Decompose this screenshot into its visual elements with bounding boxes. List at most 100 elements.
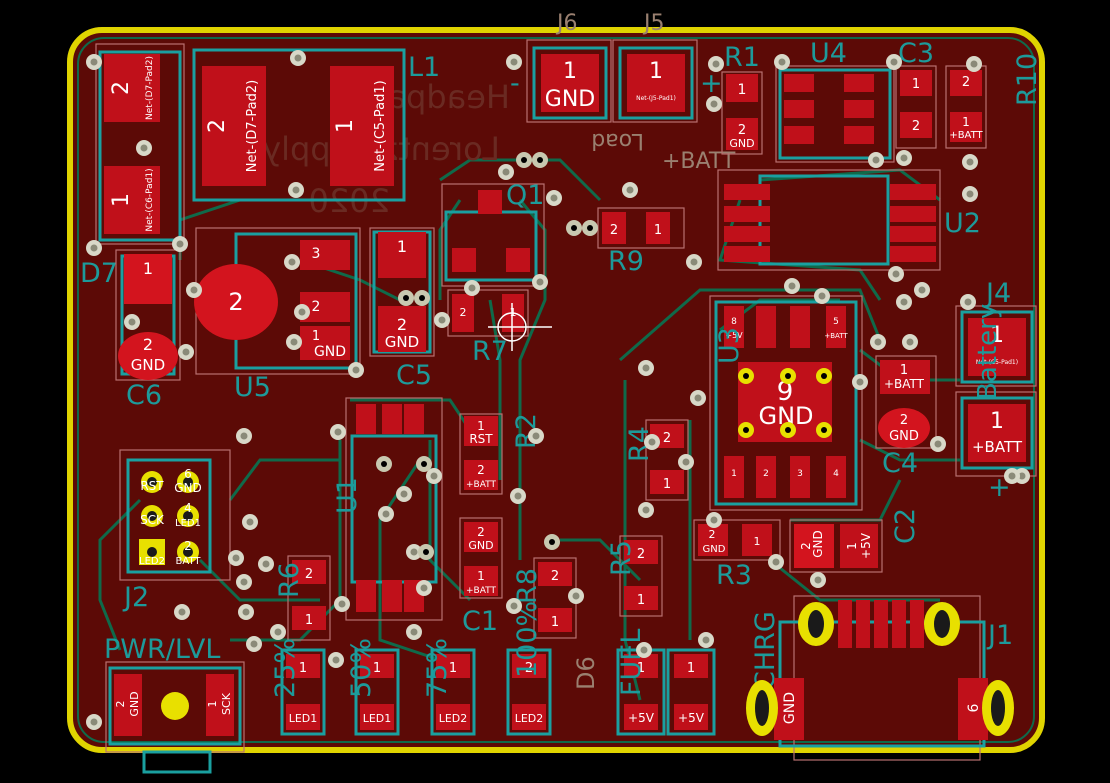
resistor-r5[interactable]: 2 1 R5 [606,535,663,617]
capacitor-c2[interactable]: 2 GND 1 +5V C2 [789,508,921,573]
svg-text:L1: L1 [408,52,440,83]
svg-text:1: 1 [649,59,663,84]
svg-text:2: 2 [114,701,127,708]
svg-text:2: 2 [525,661,533,676]
led-50[interactable]: 1 LED1 50% [346,638,400,736]
j1-shield-right[interactable] [924,602,960,646]
capacitor-c1[interactable]: 2 GND 1 +BATT C1 [459,517,503,637]
svg-text:1: 1 [449,661,457,676]
resistor-r1[interactable]: 1 2 GND R1 [721,42,763,155]
svg-text:U2: U2 [944,208,981,239]
svg-text:2: 2 [962,75,970,90]
svg-text:RST: RST [469,432,493,446]
svg-text:Net-(J5-Pad1): Net-(J5-Pad1) [636,95,676,102]
svg-text:-: - [510,68,520,99]
svg-text:2: 2 [312,299,321,315]
resistor-r10[interactable]: 2 1 +BATT R10 [945,53,1043,149]
svg-text:Q1: Q1 [506,180,544,211]
svg-text:+BATT: +BATT [972,438,1023,456]
capacitor-c6[interactable]: 1 2 GND C6 [115,249,181,411]
svg-text:2: 2 [610,223,618,238]
switch-pwr-lvl[interactable]: 2 GND 1 SCK PWR/LVL [104,634,245,774]
svg-text:2: 2 [460,306,467,319]
svg-text:4: 4 [184,501,192,515]
svg-text:GND: GND [314,344,346,360]
svg-text:SCK: SCK [140,513,165,527]
svg-text:1: 1 [551,615,559,630]
svg-text:1: 1 [900,363,908,378]
ic-u2[interactable]: U2 [717,169,981,271]
svg-text:R1: R1 [724,42,760,73]
svg-text:GND: GND [174,481,202,495]
diode-d7[interactable]: 2 Net-(D7-Pad2) 1 Net-(C6-Pad1) D7 [80,43,185,289]
svg-text:U4: U4 [810,38,847,69]
svg-text:PWR/LVL: PWR/LVL [104,634,220,665]
resistor-r8[interactable]: 2 1 R8 [512,557,577,639]
svg-text:U5: U5 [234,372,271,403]
capacitor-c4[interactable]: 1 +BATT 2 GND C4 [875,355,937,479]
resistor-r3[interactable]: 2 GND 1 R3 [693,519,781,591]
capacitor-c3[interactable]: 1 2 C3 [895,38,937,149]
label-load: Load [591,128,644,153]
through-holes [376,152,832,560]
svg-text:50%: 50% [346,638,377,698]
led-75[interactable]: 1 LED2 75% [422,638,476,736]
svg-text:2: 2 [477,525,485,539]
connector-j4[interactable]: 1 Net-(C5-Pad1) J4 + [955,278,1037,394]
svg-text:U1: U1 [332,477,363,514]
connector-j5[interactable]: 1 Net-(J5-Pad1) J5 + [612,11,723,123]
svg-text:2: 2 [799,542,813,550]
led-chrg[interactable]: 1 +5V CHRG [666,611,781,736]
svg-text:R6: R6 [274,562,305,598]
svg-text:1: 1 [731,469,737,479]
connector-j6[interactable]: 1 GND J6 - [510,11,612,123]
svg-text:R8: R8 [512,568,543,604]
svg-text:R3: R3 [716,560,752,591]
capacitor-c5[interactable]: 1 2 GND C5 [369,227,435,391]
svg-text:2: 2 [143,335,153,354]
svg-text:LED2: LED2 [515,712,544,725]
svg-text:2: 2 [397,315,407,334]
svg-text:J5: J5 [642,11,665,36]
ic-u5[interactable]: 2 3 2 1 GND U5 [194,227,361,403]
svg-text:1: 1 [990,409,1004,434]
svg-text:SCK: SCK [220,692,233,715]
connector-j2[interactable]: RST 6 GND SCK 4 LED1 LED2 2 BATT J2 [119,449,231,613]
svg-text:J6: J6 [555,11,578,36]
svg-text:C3: C3 [898,38,934,69]
led-100[interactable]: 2 LED2 100% [506,601,552,736]
svg-text:Net-(C6-Pad1): Net-(C6-Pad1) [145,168,155,231]
svg-text:2: 2 [912,119,920,134]
svg-text:J1: J1 [986,620,1013,651]
svg-text:+5V: +5V [628,711,655,725]
svg-text:GND: GND [703,544,726,555]
svg-text:2: 2 [109,81,134,95]
svg-text:RST: RST [140,479,164,493]
led-25[interactable]: 1 LED1 25% [270,638,326,736]
resistor-r7[interactable]: 2 1 R7 [447,289,552,367]
j1-shield-left[interactable] [798,602,834,646]
svg-text:1: 1 [477,419,485,433]
svg-text:2: 2 [228,288,243,316]
ic-u4[interactable]: U4 [775,38,895,163]
transistor-q1[interactable]: Q1 [441,180,545,287]
svg-text:R7: R7 [472,336,508,367]
svg-text:1: 1 [962,115,970,129]
inductor-l1[interactable]: 2 Net-(D7-Pad2) 1 Net-(C5-Pad1) L1 [192,48,440,202]
svg-text:1: 1 [206,701,219,708]
svg-text:GND: GND [131,356,165,374]
svg-text:FUEL: FUEL [616,629,647,696]
svg-text:1: 1 [299,661,307,676]
pin-led2[interactable] [139,539,165,565]
svg-text:1: 1 [312,329,320,344]
svg-text:GND: GND [545,87,595,112]
ic-u1[interactable]: U1 [332,397,443,621]
svg-text:2: 2 [305,567,313,582]
resistor-r6[interactable]: 2 1 R6 [274,555,331,641]
resistor-r9[interactable]: 2 1 R9 [597,207,685,277]
svg-text:1: 1 [305,613,313,628]
svg-text:CHRG: CHRG [750,611,781,690]
connector-j1-usb[interactable]: GND 6 J1 [746,595,1014,761]
svg-text:BATT: BATT [176,556,202,567]
